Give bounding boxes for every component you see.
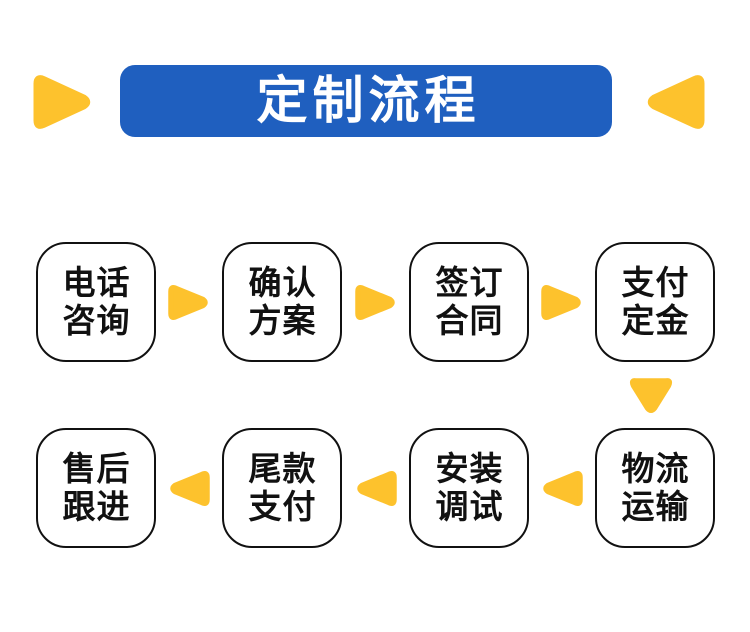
flow-step-final-payment[interactable]: 尾款 支付 (222, 428, 342, 548)
flow-step-label-line2: 运输 (621, 487, 690, 526)
triangle-left-icon (647, 73, 705, 131)
flow-step-label-line2: 支付 (248, 487, 317, 526)
header-title-bar: 定制流程 (120, 65, 612, 137)
triangle-right-icon (541, 283, 581, 322)
flow-step-sign-contract[interactable]: 签订 合同 (409, 242, 529, 362)
triangle-right-icon (33, 73, 91, 131)
triangle-down-icon (629, 375, 673, 415)
flow-step-confirm-plan[interactable]: 确认 方案 (222, 242, 342, 362)
flow-step-pay-deposit[interactable]: 支付 定金 (595, 242, 715, 362)
flow-step-label-line1: 确认 (248, 263, 317, 303)
flow-step-label-line2: 跟进 (62, 487, 131, 526)
flow-step-label-line2: 调试 (435, 487, 504, 526)
triangle-right-icon (355, 283, 395, 322)
header-band: 定制流程 (0, 55, 750, 147)
flow-step-label-line1: 电话 (62, 263, 131, 303)
flow-step-label-line1: 物流 (621, 449, 690, 489)
flow-step-label-line2: 方案 (248, 301, 317, 340)
flow-step-label-line2: 合同 (435, 301, 504, 340)
page-title: 定制流程 (256, 71, 481, 131)
flow-step-label-line1: 支付 (621, 263, 690, 303)
flow-step-label-line1: 签订 (435, 263, 504, 303)
triangle-right-icon (168, 283, 208, 322)
flow-step-label-line1: 安装 (435, 449, 504, 489)
flow-step-label-line2: 咨询 (62, 301, 131, 340)
flow-row-top: 电话 咨询 确认 方案 签订 合同 支付 定金 (0, 242, 750, 362)
flow-step-label-line1: 尾款 (248, 449, 317, 489)
flow-step-installation-debugging[interactable]: 安装 调试 (409, 428, 529, 548)
flow-step-logistics-transport[interactable]: 物流 运输 (595, 428, 715, 548)
triangle-left-icon (543, 469, 583, 508)
flow-step-after-sales-followup[interactable]: 售后 跟进 (36, 428, 156, 548)
triangle-left-icon (357, 469, 397, 508)
flow-step-label-line2: 定金 (621, 301, 690, 340)
flow-step-phone-consultation[interactable]: 电话 咨询 (36, 242, 156, 362)
flow-step-label-line1: 售后 (62, 449, 131, 489)
flow-row-bottom: 售后 跟进 尾款 支付 安装 调试 物流 运输 (0, 428, 750, 548)
triangle-left-icon (170, 469, 210, 508)
